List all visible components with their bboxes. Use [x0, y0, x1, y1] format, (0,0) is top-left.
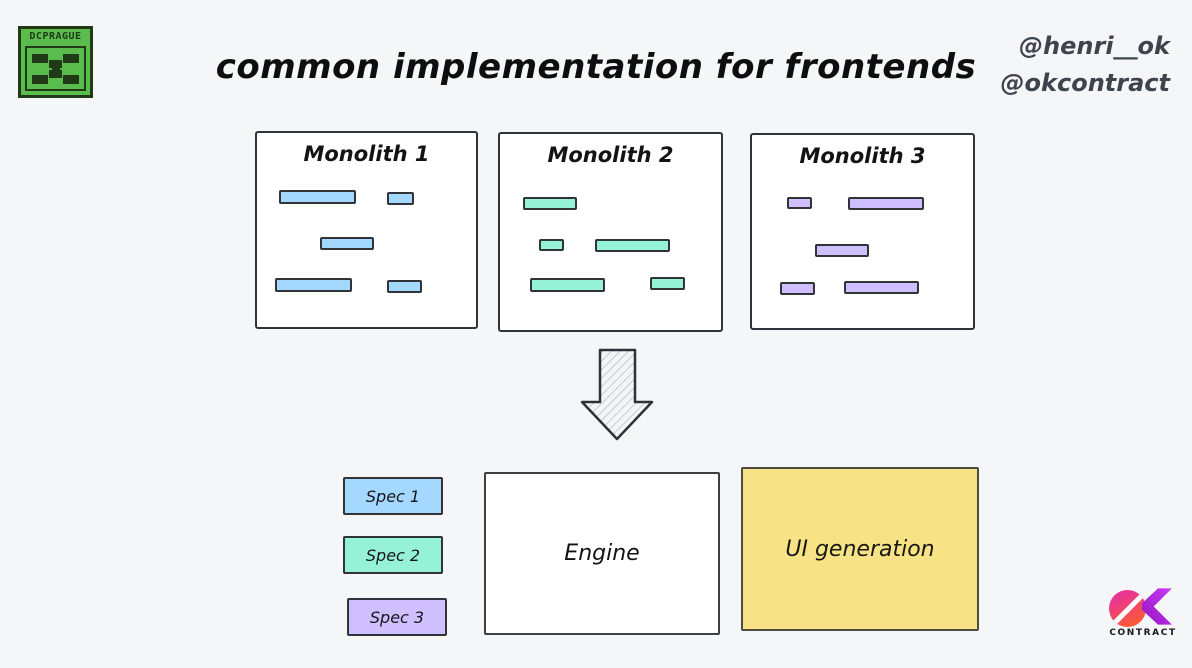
code-block-bar	[539, 239, 564, 251]
code-block-bar	[650, 277, 685, 290]
okcontract-logo-icon	[1106, 585, 1180, 627]
monolith-1-label: Monolith 1	[303, 142, 430, 166]
monolith-2-box: Monolith 2	[498, 132, 723, 332]
code-block-bar	[780, 282, 815, 295]
spec-2-box: Spec 2	[343, 536, 443, 574]
code-block-bar	[848, 197, 924, 210]
code-block-bar	[320, 237, 374, 250]
code-block-bar	[523, 197, 577, 210]
code-block-bar	[275, 278, 352, 292]
handle-okcontract: @okcontract	[1000, 69, 1170, 97]
handle-henri: @henri__ok	[1019, 32, 1170, 60]
code-block-bar	[815, 244, 869, 257]
logo-o-icon	[1109, 590, 1146, 627]
monolith-2-label: Monolith 2	[547, 143, 674, 167]
code-block-bar	[844, 281, 919, 294]
monolith-3-label: Monolith 3	[799, 144, 926, 168]
code-block-bar	[387, 280, 422, 293]
logo-caption: CONTRACT	[1109, 628, 1177, 638]
code-block-bar	[279, 190, 356, 204]
spec-2-label: Spec 2	[365, 545, 421, 565]
code-block-bar	[787, 197, 812, 209]
engine-box: Engine	[484, 472, 720, 635]
code-block-bar	[387, 192, 414, 205]
ui-generation-label: UI generation	[785, 536, 935, 562]
engine-label: Engine	[564, 541, 640, 566]
logo-k-icon	[1142, 588, 1174, 629]
code-block-bar	[530, 278, 605, 292]
spec-1-box: Spec 1	[343, 477, 443, 515]
spec-3-label: Spec 3	[369, 607, 425, 627]
okcontract-logo: CONTRACT	[1106, 585, 1180, 638]
social-handles: @henri__ok @okcontract	[1001, 28, 1170, 102]
monolith-3-box: Monolith 3	[750, 133, 975, 330]
ui-generation-box: UI generation	[741, 467, 979, 631]
dcprague-badge-label: DCPRAGUE	[29, 31, 82, 42]
spec-1-label: Spec 1	[365, 486, 421, 506]
dcprague-badge: DCPRAGUE	[18, 26, 93, 98]
code-block-bar	[595, 239, 670, 252]
spec-3-box: Spec 3	[347, 598, 447, 636]
down-arrow-icon	[580, 348, 654, 445]
monolith-1-box: Monolith 1	[255, 131, 478, 329]
dcprague-x-icon	[25, 46, 86, 91]
slide-title: common implementation for frontends	[215, 47, 977, 87]
